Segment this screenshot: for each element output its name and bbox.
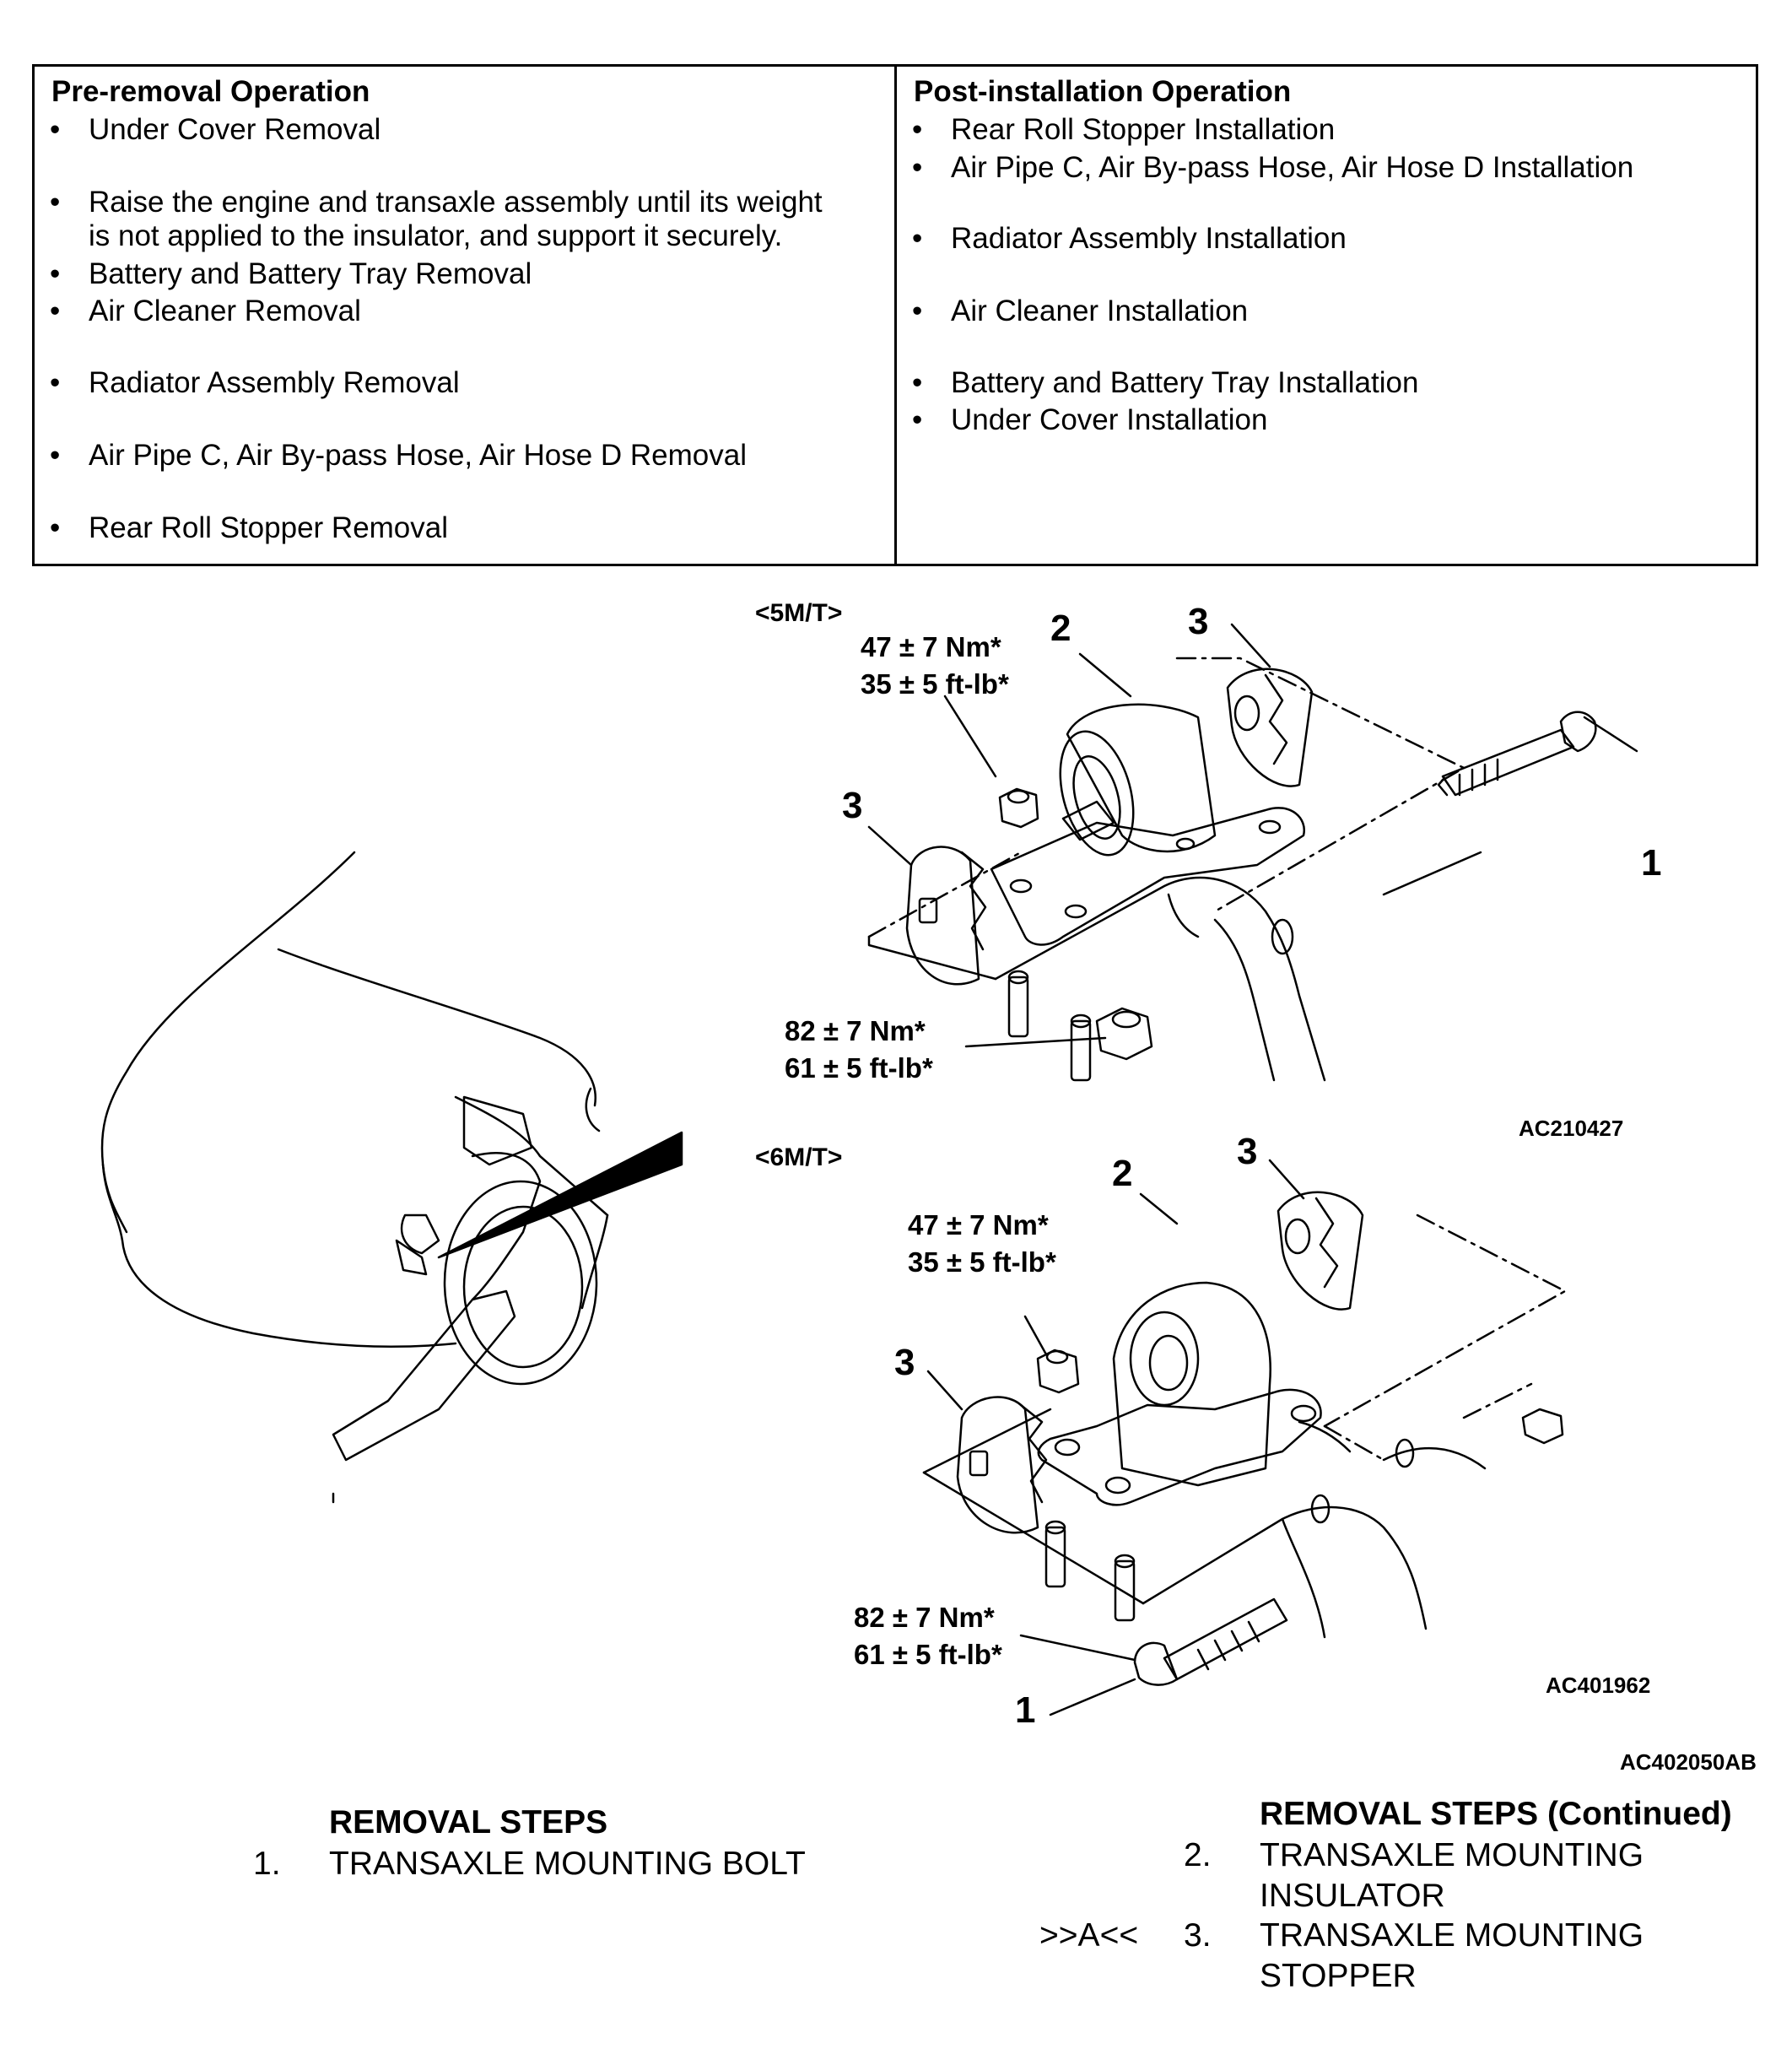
pre-removal-item: •Radiator Assembly Removal bbox=[50, 366, 460, 399]
variant-label-6mt: <6M/T> bbox=[755, 1143, 843, 1171]
callout-3-5mt-left: 3 bbox=[842, 785, 863, 826]
vehicle-location-illustration bbox=[100, 851, 683, 1504]
pre-removal-item: •Rear Roll Stopper Removal bbox=[50, 511, 449, 544]
figure-code-5mt: AC210427 bbox=[1519, 1116, 1624, 1141]
post-installation-item: •Air Cleaner Installation bbox=[912, 295, 1249, 327]
callout-3-6mt-left: 3 bbox=[894, 1342, 915, 1383]
pre-removal-item: •Under Cover Removal bbox=[50, 113, 381, 146]
step-text-line2: STOPPER bbox=[1260, 1958, 1417, 1994]
post-installation-column: Post-installation Operation •Rear Roll S… bbox=[897, 67, 1756, 564]
torque-spec-bolt-6mt: 82 ± 7 Nm* 61 ± 5 ft-lb* bbox=[854, 1602, 1002, 1670]
service-point-reference: >>A<< bbox=[1039, 1917, 1139, 1954]
step-number: 3. bbox=[1184, 1917, 1212, 1954]
operations-table: Pre-removal Operation •Under Cover Remov… bbox=[32, 64, 1758, 566]
post-installation-item: •Air Pipe C, Air By-pass Hose, Air Hose … bbox=[912, 151, 1634, 184]
step-text-line2: INSULATOR bbox=[1260, 1878, 1445, 1914]
callout-2-5mt: 2 bbox=[1050, 608, 1071, 649]
pre-removal-column: Pre-removal Operation •Under Cover Remov… bbox=[35, 67, 897, 564]
torque-spec-nut-upper-5mt: 47 ± 7 Nm* 35 ± 5 ft-lb* bbox=[861, 631, 1009, 700]
pre-removal-item: •Air Pipe C, Air By-pass Hose, Air Hose … bbox=[50, 439, 747, 472]
transaxle-mount-diagram: <5M/T> 47 ± 7 Nm* 35 ± 5 ft-lb* 2 3 3 1 … bbox=[0, 574, 1792, 1806]
step-number: 1. bbox=[253, 1846, 281, 1882]
post-installation-title: Post-installation Operation bbox=[914, 75, 1292, 108]
diagram-illustration bbox=[100, 623, 1638, 1716]
figure-code-main: AC402050AB bbox=[1620, 1749, 1757, 1775]
callout-1-6mt: 1 bbox=[1015, 1689, 1036, 1731]
post-installation-item: •Radiator Assembly Installation bbox=[912, 222, 1347, 255]
callout-2-6mt: 2 bbox=[1112, 1153, 1133, 1194]
pre-removal-title: Pre-removal Operation bbox=[51, 75, 370, 108]
callout-3-5mt-right: 3 bbox=[1188, 601, 1209, 642]
callout-1-5mt: 1 bbox=[1641, 842, 1662, 884]
step-text-line1: TRANSAXLE MOUNTING bbox=[1260, 1837, 1644, 1873]
assembly-6mt bbox=[922, 1159, 1567, 1716]
step-number: 2. bbox=[1184, 1837, 1212, 1873]
removal-steps-continued-title: REMOVAL STEPS (Continued) bbox=[1260, 1796, 1732, 1832]
callout-3-6mt-right: 3 bbox=[1237, 1131, 1258, 1172]
torque-spec-nut-lower-5mt: 82 ± 7 Nm* 61 ± 5 ft-lb* bbox=[785, 1015, 933, 1084]
pre-removal-item-continued: is not applied to the insulator, and sup… bbox=[89, 219, 783, 252]
assembly-5mt bbox=[867, 623, 1638, 1082]
torque-spec-nut-upper-6mt: 47 ± 7 Nm* 35 ± 5 ft-lb* bbox=[908, 1209, 1056, 1278]
step-text-line1: TRANSAXLE MOUNTING bbox=[1260, 1917, 1644, 1954]
pre-removal-item: •Battery and Battery Tray Removal bbox=[50, 257, 532, 290]
post-installation-item: •Under Cover Installation bbox=[912, 403, 1268, 436]
figure-code-6mt: AC401962 bbox=[1546, 1673, 1651, 1698]
post-installation-item: •Battery and Battery Tray Installation bbox=[912, 366, 1419, 399]
removal-steps-title: REMOVAL STEPS bbox=[329, 1804, 608, 1840]
variant-label-5mt: <5M/T> bbox=[755, 599, 843, 627]
step-text: TRANSAXLE MOUNTING BOLT bbox=[329, 1846, 806, 1882]
pre-removal-item: •Air Cleaner Removal bbox=[50, 295, 361, 327]
post-installation-item: •Rear Roll Stopper Installation bbox=[912, 113, 1336, 146]
pre-removal-item: •Raise the engine and transaxle assembly… bbox=[50, 186, 823, 219]
